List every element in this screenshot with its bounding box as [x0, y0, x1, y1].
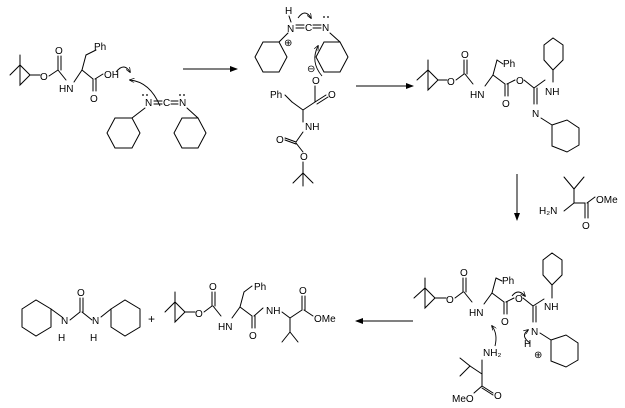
label-ph: Ph — [254, 282, 266, 293]
label-o: O — [515, 294, 523, 305]
label-o: O — [249, 331, 257, 342]
label-plus-charge: ⊕ — [534, 350, 542, 361]
label-o: O — [90, 94, 98, 105]
label-ome: OMe — [314, 314, 336, 325]
label-c: C — [305, 23, 312, 34]
label-n: N — [92, 316, 99, 327]
label-ph: Ph — [502, 276, 514, 287]
label-o: O — [276, 135, 284, 146]
label-h: H — [58, 333, 65, 344]
label-hn: HN — [469, 308, 483, 319]
label-o: O — [446, 295, 454, 306]
label-n: N — [145, 98, 152, 109]
label-o: O — [40, 72, 48, 83]
label-o: O — [312, 76, 320, 87]
label-n: N — [322, 23, 329, 34]
label-o: O — [195, 309, 203, 320]
label-hn: HN — [59, 84, 73, 95]
label-n: N — [61, 316, 68, 327]
label-o: O — [501, 317, 509, 328]
boc-phe-val-ome: O O HN Ph O NH O OMe — [164, 282, 336, 343]
label-o: O — [209, 282, 217, 293]
label-hn: HN — [470, 90, 484, 101]
label-minus-charge: ⊖ — [307, 64, 315, 75]
label-nh: NH — [545, 87, 559, 98]
label-nh: NH — [544, 302, 558, 313]
label-plus-charge: ⊕ — [284, 38, 292, 49]
protonated-dcc-and-carboxylate: H N C N ⊕ ⊖ Ph O O NH O O — [254, 6, 349, 187]
label-meo: MeO — [452, 394, 474, 405]
label-ome: OMe — [596, 195, 618, 206]
o-acylisourea: O O HN Ph O O NH N — [416, 37, 580, 153]
label-ph: Ph — [503, 59, 515, 70]
label-n: N — [531, 327, 538, 338]
label-h: H — [524, 339, 531, 350]
label-o: O — [461, 50, 469, 61]
label-nh2: NH₂ — [483, 348, 501, 359]
label-n: N — [287, 24, 294, 35]
label-n: N — [532, 109, 539, 120]
dicyclohexylurea: H N O H N — [21, 288, 141, 344]
aminolysis-intermediate: O O HN Ph O O NH N ⊕ H NH₂ — [413, 252, 579, 405]
plus-sign: + — [148, 312, 155, 326]
label-o: O — [494, 391, 502, 402]
boc-phe-oh: O O HN Ph O OH — [9, 42, 161, 107]
dcc-reagent: N C N — [106, 94, 207, 149]
label-o: O — [77, 288, 85, 299]
label-o: O — [460, 268, 468, 279]
label-ph: Ph — [270, 90, 282, 101]
label-nh: NH — [266, 306, 280, 317]
label-h: H — [285, 6, 292, 17]
label-h: H — [90, 333, 97, 344]
label-oh: OH — [104, 70, 119, 81]
label-c: C — [163, 98, 170, 109]
label-h2n: H₂N — [539, 206, 557, 217]
label-o: O — [516, 76, 524, 87]
label-o: O — [328, 90, 336, 101]
label-o: O — [502, 99, 510, 110]
valine-methyl-ester: H₂N O OMe — [539, 176, 618, 232]
label-o: O — [55, 46, 63, 57]
label-hn: HN — [218, 322, 232, 333]
label-nh: NH — [305, 122, 319, 133]
label-n: N — [179, 98, 186, 109]
label-ph: Ph — [94, 42, 106, 53]
label-o: O — [299, 286, 307, 297]
label-o: O — [582, 221, 590, 232]
label-o: O — [300, 152, 308, 163]
label-o: O — [447, 77, 455, 88]
